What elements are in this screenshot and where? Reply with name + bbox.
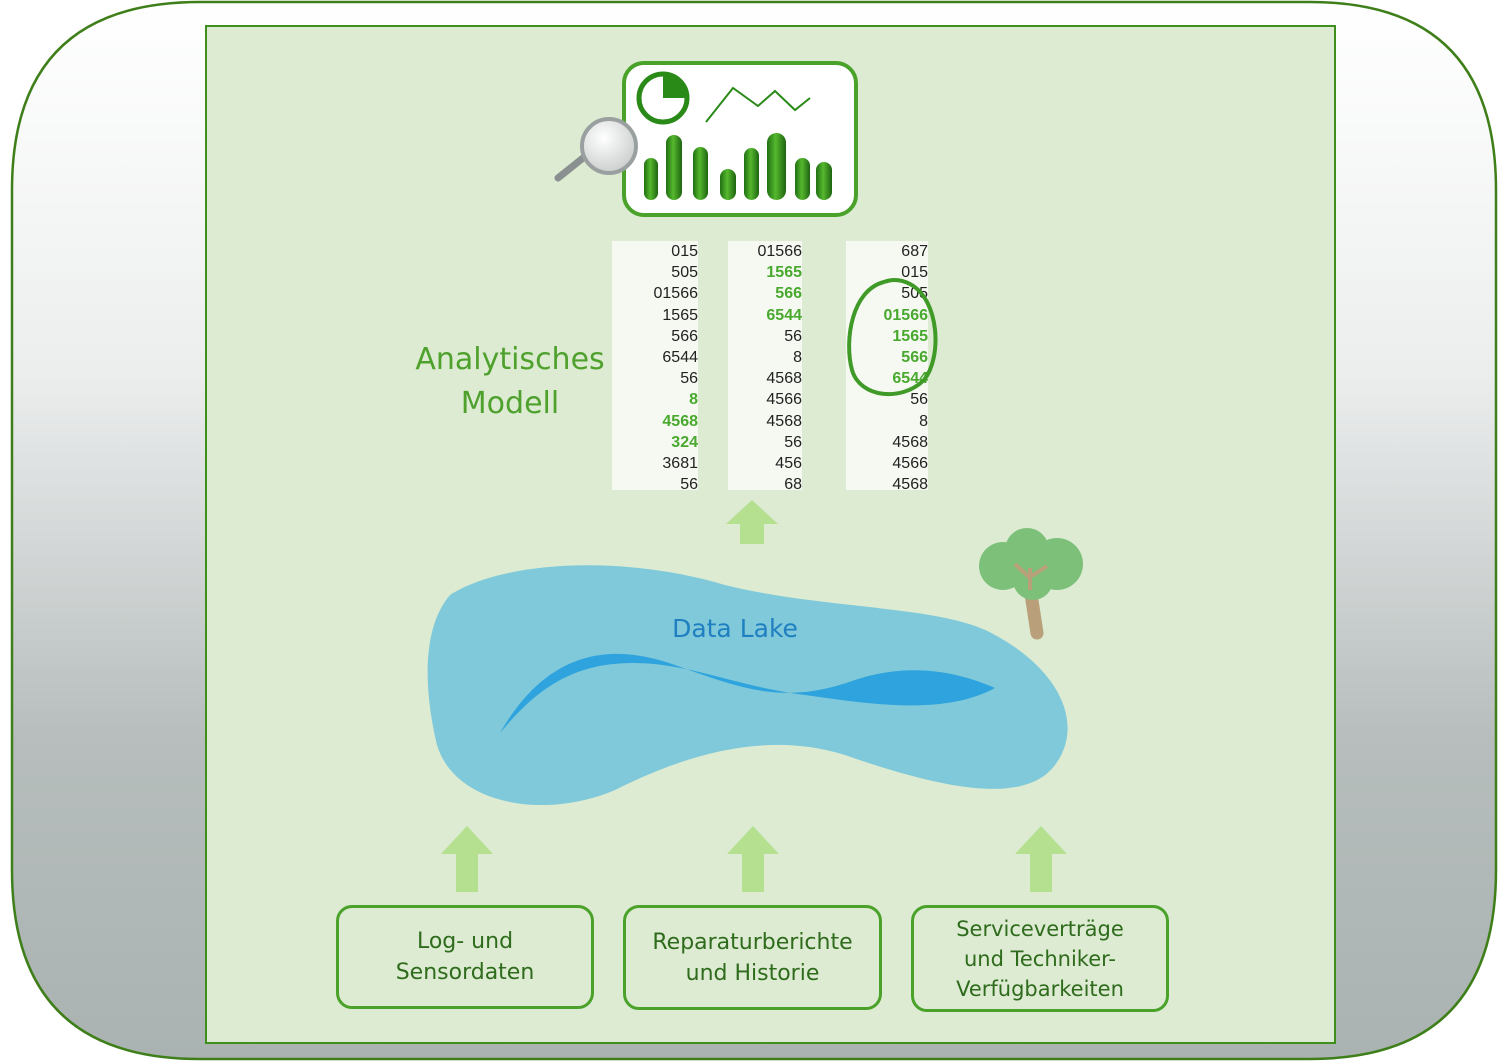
lake-wave <box>500 653 995 733</box>
bar-chart-icon <box>644 133 832 200</box>
data-lake-shape <box>427 565 1068 805</box>
data-number: 4568 <box>662 412 698 430</box>
number-column-2: 01566 1565 566 6544 56 8 4568 4566 4568 56 456 68 <box>728 241 802 490</box>
data-number: 324 <box>671 433 698 451</box>
data-number: 56 <box>680 476 698 490</box>
data-number: 687 <box>901 243 928 260</box>
magnifier-icon <box>554 117 638 182</box>
data-number: 6544 <box>766 306 802 324</box>
data-number: 4568 <box>766 412 802 430</box>
data-number: 015 <box>671 243 698 260</box>
data-number: 56 <box>680 370 698 388</box>
data-number: 505 <box>901 285 928 303</box>
pie-chart-icon <box>636 71 690 125</box>
model-title-line-2: Modell <box>460 386 560 421</box>
data-number: 4568 <box>766 370 802 388</box>
data-number: 6544 <box>662 349 698 367</box>
data-number: 56 <box>784 433 802 451</box>
data-number: 01566 <box>757 243 803 260</box>
data-number: 4566 <box>892 455 928 473</box>
data-number: 56 <box>784 327 802 345</box>
data-number: 566 <box>775 285 802 303</box>
data-number: 1565 <box>662 306 698 324</box>
data-number: 015 <box>901 264 928 282</box>
model-title-line-1: Analytisches <box>415 342 605 377</box>
data-number: 4568 <box>892 433 928 451</box>
arrow-up-icon <box>727 826 779 892</box>
dashboard-icon <box>554 61 858 217</box>
data-number: 1565 <box>892 327 928 345</box>
data-number: 4566 <box>766 391 802 409</box>
data-number: 566 <box>901 349 928 367</box>
source-box-service-contracts: Serviceverträge und Techniker- Verfügbar… <box>911 905 1169 1012</box>
data-number: 01566 <box>883 306 929 324</box>
data-number: 8 <box>793 349 802 367</box>
data-number: 456 <box>775 455 802 473</box>
model-title: Analytisches Modell <box>395 338 625 426</box>
arrow-up-icon <box>1015 826 1067 892</box>
data-number: 8 <box>919 412 928 430</box>
source-box-repair-reports: Reparaturberichte und Historie <box>623 905 882 1010</box>
data-number: 8 <box>689 391 698 409</box>
arrow-up-icon <box>726 500 778 544</box>
data-number: 505 <box>671 264 698 282</box>
tree-icon <box>979 528 1083 640</box>
number-column-1: 015 505 01566 1565 566 6544 56 8 4568 324 3681 56 <box>612 241 698 490</box>
highlight-ellipse <box>847 277 938 397</box>
data-number: 1565 <box>766 264 802 282</box>
data-number: 3681 <box>662 455 698 473</box>
data-number: 68 <box>784 476 802 490</box>
arrow-up-icon <box>441 826 493 892</box>
line-chart-icon <box>705 86 811 123</box>
data-number: 56 <box>910 391 928 409</box>
data-number: 01566 <box>653 285 699 303</box>
data-number: 566 <box>671 327 698 345</box>
source-box-log-sensor: Log- und Sensordaten <box>336 905 594 1009</box>
data-number: 4568 <box>892 476 928 490</box>
data-lake-label: Data Lake <box>672 614 798 643</box>
